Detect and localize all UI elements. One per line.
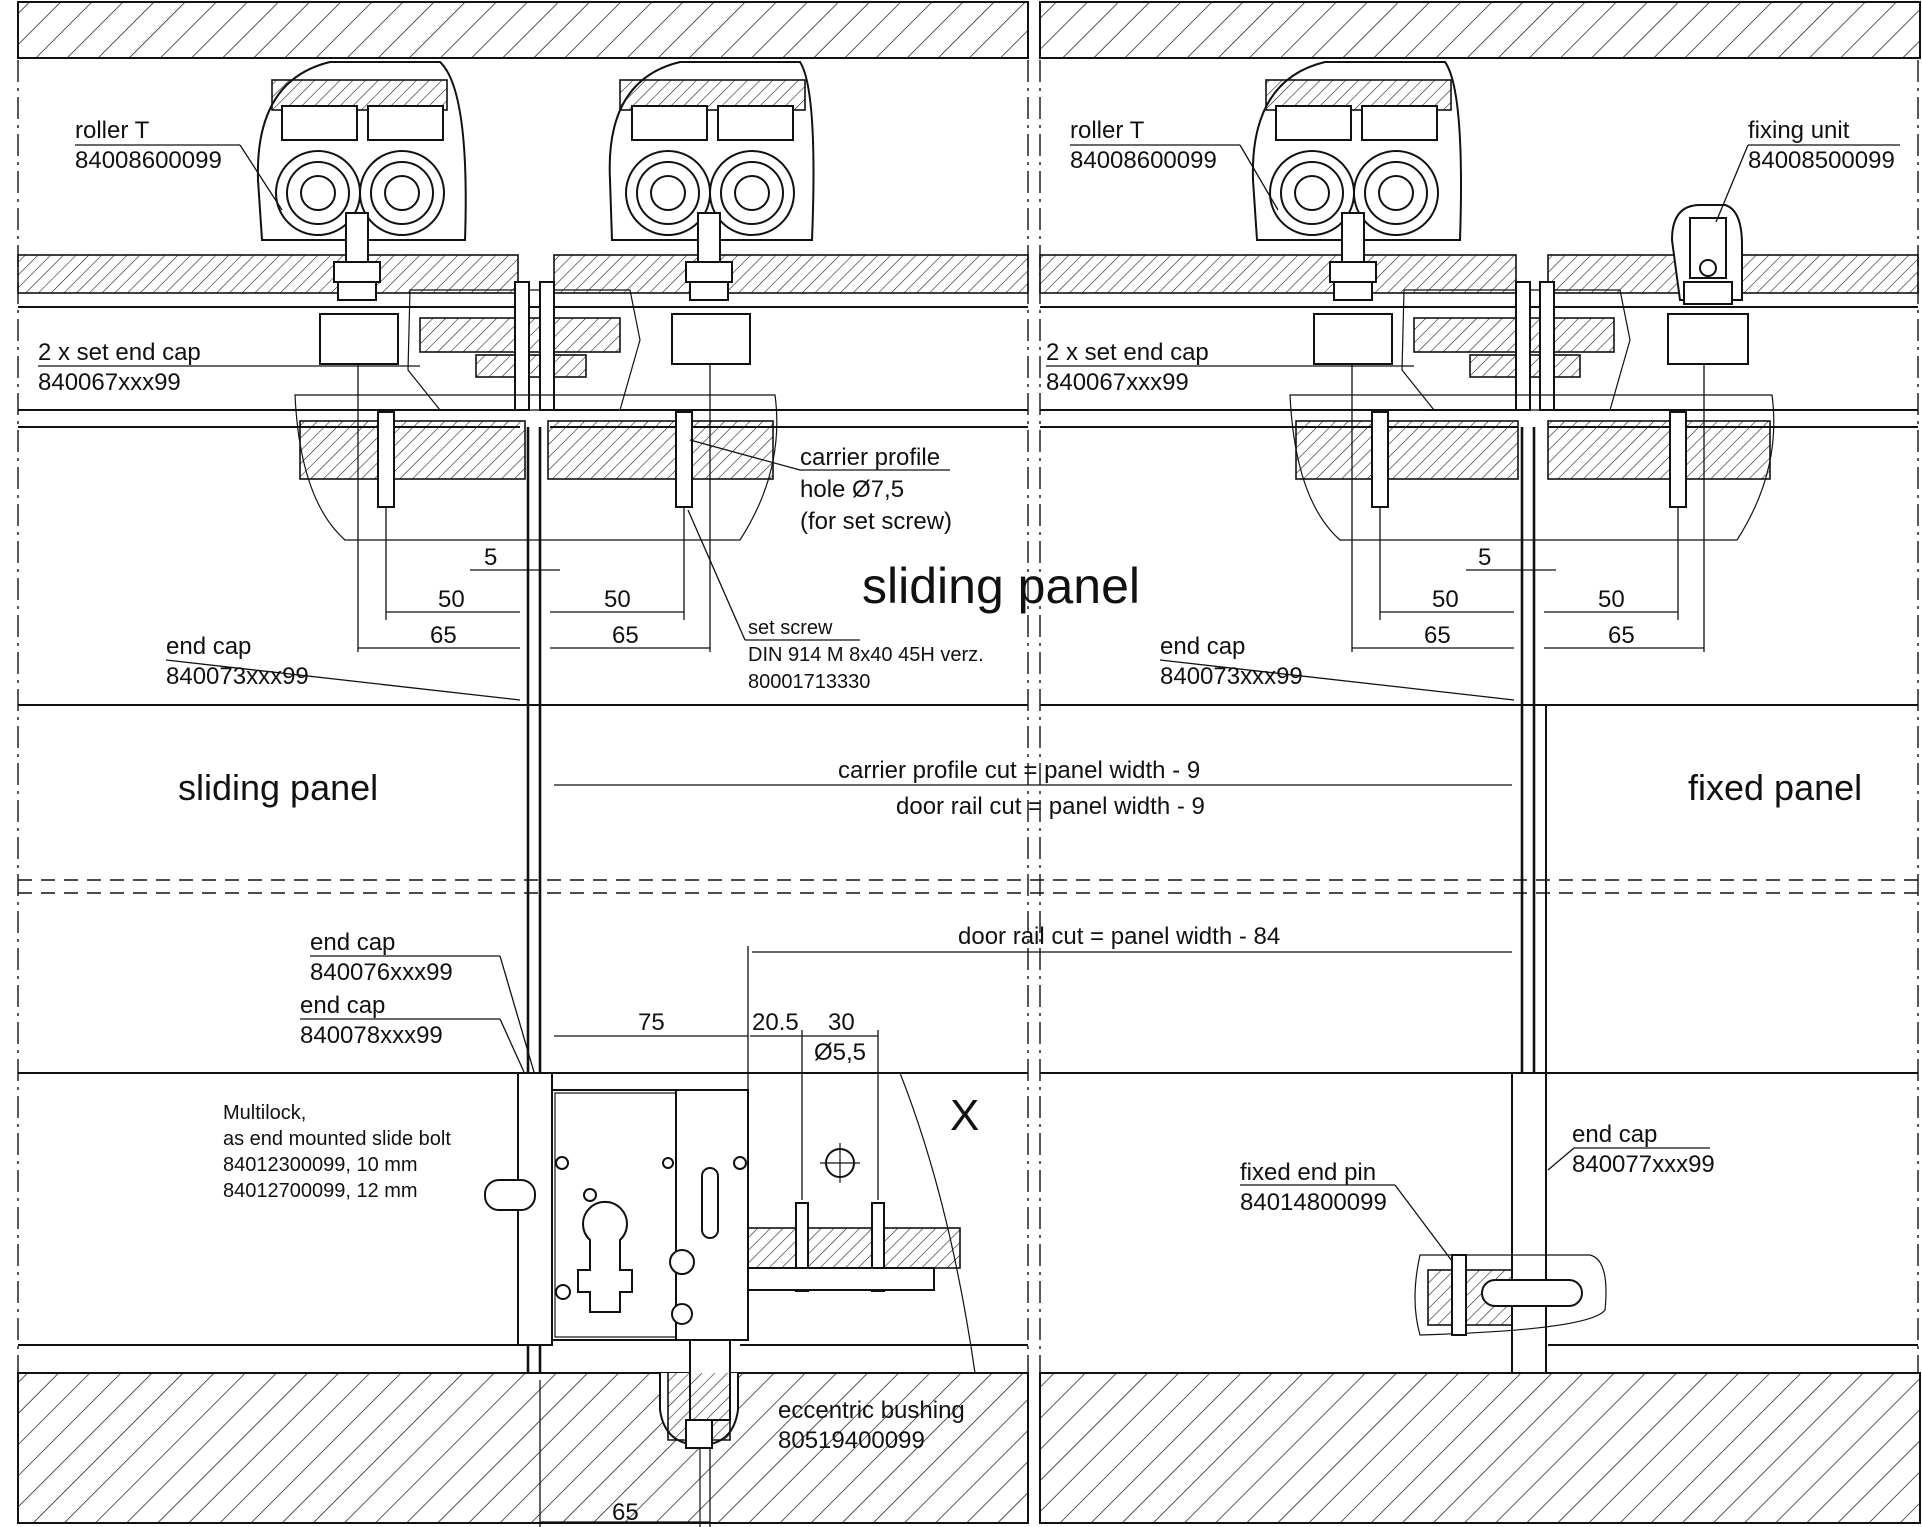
dim-hole: Ø5,5 <box>814 1039 866 1066</box>
carrier-profile-line1: carrier profile <box>800 444 940 471</box>
set-end-cap-right-code: 840067xxx99 <box>1046 369 1189 396</box>
multilock-line1: Multilock, <box>223 1102 306 1124</box>
carrier-cut-label: carrier profile cut = panel width - 9 <box>838 757 1200 784</box>
fixed-end-pin-name: fixed end pin <box>1240 1159 1376 1186</box>
end-cap-073-left-code: 840073xxx99 <box>166 663 309 690</box>
view-marker-x: X <box>950 1091 979 1140</box>
dim-right-50b: 50 <box>1598 586 1625 613</box>
dim-left-50a: 50 <box>438 586 465 613</box>
set-screw-line3: 80001713330 <box>748 671 870 693</box>
dimension-lines-top <box>357 364 1705 1527</box>
multilock-line2: as end mounted slide bolt <box>223 1128 451 1150</box>
end-cap-073-right-name: end cap <box>1160 633 1245 660</box>
roller-right-name: roller T <box>1070 117 1145 144</box>
set-screw-line1: set screw <box>748 617 833 639</box>
roller-assembly-center <box>608 61 815 365</box>
fixed-end-pin-assembly <box>1414 1072 1607 1374</box>
ceiling <box>17 1 1921 59</box>
fixed-panel-label: fixed panel <box>1688 767 1862 808</box>
set-end-cap-left-code: 840067xxx99 <box>38 369 181 396</box>
end-cap-set-right <box>1401 281 1631 411</box>
dim-left-65b: 65 <box>612 622 639 649</box>
dim-left-50b: 50 <box>604 586 631 613</box>
frame-borders <box>17 60 1919 1372</box>
dim-right-50a: 50 <box>1432 586 1459 613</box>
end-cap-078-code: 840078xxx99 <box>300 1022 443 1049</box>
roller-assembly-right <box>1251 61 1462 365</box>
set-screw-line2: DIN 914 M 8x40 45H verz. <box>748 644 984 666</box>
fixing-unit-code: 84008500099 <box>1748 147 1895 174</box>
dim-left-65a: 65 <box>430 622 457 649</box>
dim-right-65b: 65 <box>1608 622 1635 649</box>
roller-left-name: roller T <box>75 117 150 144</box>
carrier-profile-left <box>294 394 778 541</box>
end-cap-073-right-code: 840073xxx99 <box>1160 663 1303 690</box>
roller-assembly-left <box>256 61 467 365</box>
dim-20-5: 20.5 <box>752 1009 799 1036</box>
end-cap-073-left-name: end cap <box>166 633 251 660</box>
dim-left-5: 5 <box>484 544 497 571</box>
sliding-panel-left-label: sliding panel <box>178 767 378 808</box>
carrier-profile-line3: (for set screw) <box>800 508 952 535</box>
carrier-profile-right <box>1289 394 1775 541</box>
door-rail-cut-bottom-label: door rail cut = panel width - 84 <box>958 923 1280 950</box>
leader-lines <box>38 144 1900 1266</box>
end-cap-077-name: end cap <box>1572 1121 1657 1148</box>
set-end-cap-left-name: 2 x set end cap <box>38 339 201 366</box>
end-cap-076-code: 840076xxx99 <box>310 959 453 986</box>
dim-right-5: 5 <box>1478 544 1491 571</box>
roller-left-code: 84008600099 <box>75 147 222 174</box>
multilock-line3: 84012300099, 10 mm <box>223 1154 418 1176</box>
dim-right-65a: 65 <box>1424 622 1451 649</box>
door-rail-cut-top-label: door rail cut = panel width - 9 <box>896 793 1205 820</box>
multilock-assembly <box>484 1072 976 1527</box>
eccentric-bushing-name: eccentric bushing <box>778 1397 965 1424</box>
set-end-cap-right-name: 2 x set end cap <box>1046 339 1209 366</box>
dim-30: 30 <box>828 1009 855 1036</box>
carrier-profile-line2: hole Ø7,5 <box>800 476 904 503</box>
fixed-end-pin-code: 84014800099 <box>1240 1189 1387 1216</box>
multilock-line4: 84012700099, 12 mm <box>223 1180 418 1202</box>
floor <box>17 1372 1921 1524</box>
sliding-panel-top-label: sliding panel <box>862 558 1140 614</box>
eccentric-bushing-code: 80519400099 <box>778 1427 925 1454</box>
end-cap-set-left <box>407 281 641 411</box>
annotation-text: roller T 84008600099 roller T 8400860009… <box>38 117 1895 1526</box>
dim-65-bottom: 65 <box>612 1499 639 1526</box>
end-cap-076-name: end cap <box>310 929 395 956</box>
dim-75: 75 <box>638 1009 665 1036</box>
end-cap-077-code: 840077xxx99 <box>1572 1151 1715 1178</box>
fixing-unit-body <box>1667 204 1749 365</box>
end-cap-078-name: end cap <box>300 992 385 1019</box>
panel-lines <box>18 409 1918 1374</box>
fixing-unit-name: fixing unit <box>1748 117 1850 144</box>
roller-right-code: 84008600099 <box>1070 147 1217 174</box>
track-rail <box>17 254 1919 308</box>
